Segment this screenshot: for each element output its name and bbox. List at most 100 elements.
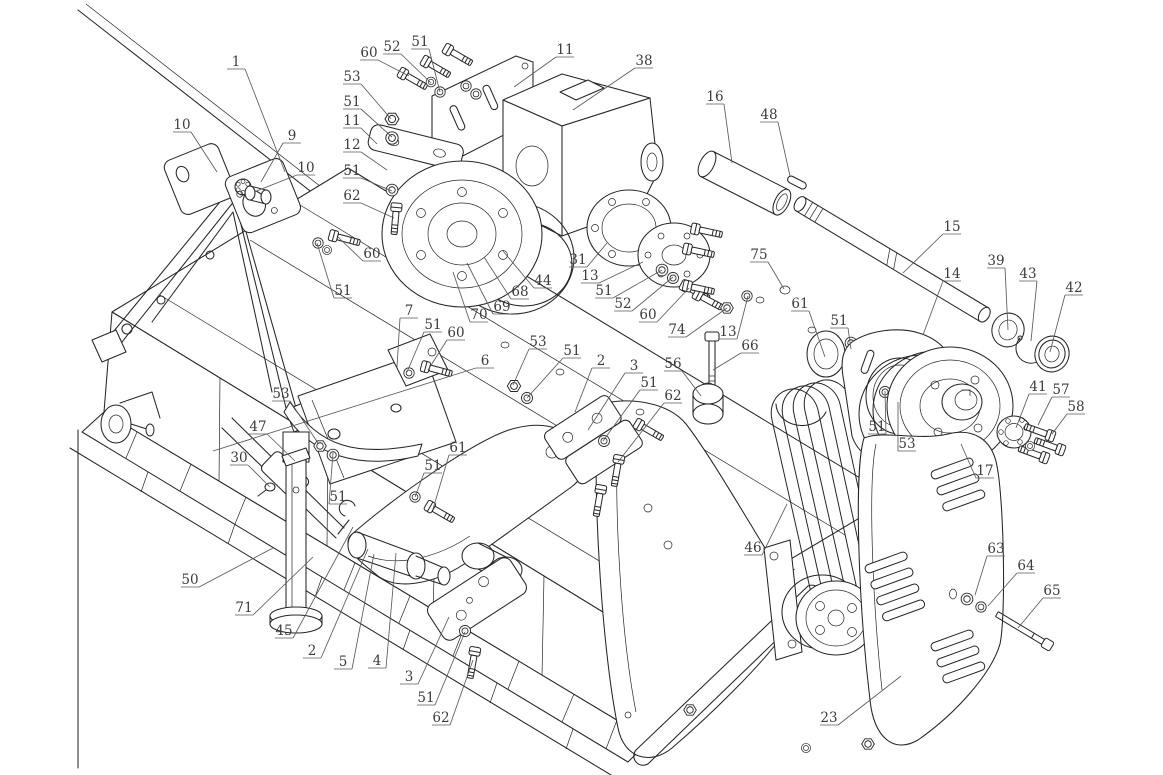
callout-leader-line — [427, 339, 448, 371]
deck-front-edge — [69, 411, 651, 775]
callout-leader-line — [902, 233, 944, 274]
part-number-label: 51 — [411, 34, 428, 50]
part-callout-48: 48 — [760, 107, 791, 177]
part-number-label: 15 — [943, 219, 960, 235]
callout-leader-line — [1004, 267, 1009, 331]
callout-leader-line — [587, 372, 626, 431]
callout-leader-line — [400, 53, 432, 84]
callout-leader-line — [847, 327, 852, 350]
part-callout-51: 51 — [414, 458, 442, 498]
callout-leader-line — [260, 142, 284, 183]
callout-leader-line — [360, 151, 388, 171]
part-callout-51: 51 — [595, 269, 663, 299]
callout-leader-line — [526, 357, 564, 399]
part-callout-52: 52 — [383, 39, 432, 84]
part-number-label: 23 — [820, 710, 837, 726]
part-callout-7: 7 — [396, 303, 418, 368]
part-callout-6: 6 — [212, 353, 494, 452]
part-callout-10: 10 — [173, 117, 218, 173]
part-callout-66: 66 — [712, 338, 759, 371]
part-callout-47: 47 — [249, 419, 296, 462]
part-number-label: 60 — [363, 246, 380, 262]
part-callout-62: 62 — [617, 388, 682, 463]
callout-leader-line — [512, 348, 530, 386]
part-number-label: 52 — [614, 296, 631, 312]
part-number-label: 45 — [275, 623, 292, 639]
callout-leader-line — [247, 464, 271, 488]
part-callout-53: 53 — [343, 69, 392, 120]
part-callout-68: 68 — [483, 256, 529, 300]
part-number-label: 11 — [343, 113, 360, 129]
callout-leader-line — [212, 367, 477, 452]
part-callout-2: 2 — [574, 353, 610, 413]
callout-leader-line — [385, 552, 397, 669]
callout-leader-line — [432, 454, 450, 510]
output-flanges — [586, 189, 711, 288]
hub-and-bolts — [996, 415, 1067, 465]
callout-leader-line — [360, 83, 392, 120]
callout-leader-line — [377, 59, 410, 77]
part-number-label: 44 — [534, 273, 551, 289]
part-number-label: 6 — [481, 353, 490, 369]
part-callout-51: 51 — [328, 452, 347, 505]
part-number-label: 51 — [595, 283, 612, 299]
callout-leader-line — [612, 269, 663, 299]
callout-leader-line — [656, 287, 690, 323]
part-number-label: 30 — [230, 450, 247, 466]
callout-leader-line — [252, 556, 314, 616]
part-number-label: 75 — [750, 247, 767, 263]
callout-leader-line — [1051, 413, 1068, 435]
part-number-label: 13 — [581, 268, 598, 284]
part-number-label: 60 — [447, 325, 464, 341]
cap-56 — [692, 382, 724, 425]
callout-leader-line — [414, 472, 425, 498]
part-callout-52: 52 — [614, 276, 674, 312]
callout-leader-line — [631, 276, 674, 312]
part-number-label: 56 — [664, 356, 681, 372]
part-callout-13: 13 — [719, 295, 749, 340]
callout-leader-line — [617, 402, 665, 463]
callout-leader-line — [960, 443, 977, 479]
callout-leader-line — [417, 616, 450, 685]
part-number-label: 65 — [1043, 583, 1060, 599]
part-number-label: 46 — [744, 540, 761, 556]
machine-line-art — [69, 3, 1070, 775]
part-callout-9: 9 — [260, 128, 301, 183]
callout-leader-line — [360, 108, 393, 138]
part-number-label: 39 — [987, 253, 1004, 269]
callout-leader-line — [360, 202, 395, 219]
stud-bolt-66 — [704, 331, 720, 387]
part-number-label: 60 — [639, 307, 656, 323]
part-callout-60: 60 — [639, 287, 690, 323]
callout-leader-line — [449, 659, 474, 726]
part-number-label: 69 — [493, 299, 510, 315]
part-callout-60: 60 — [360, 45, 410, 77]
callout-leader-line — [360, 177, 393, 192]
part-callout-16: 16 — [706, 89, 733, 164]
part-callout-69: 69 — [466, 262, 511, 315]
part-number-label: 51 — [329, 489, 346, 505]
part-number-label: 31 — [569, 252, 586, 268]
belt-cover — [857, 431, 1005, 746]
callout-leader-line — [466, 262, 494, 315]
callout-leader-line — [292, 526, 354, 639]
part-number-label: 7 — [405, 303, 414, 319]
belt-tensioner — [763, 539, 803, 661]
part-number-label: 51 — [343, 163, 360, 179]
callout-leader-line — [320, 548, 369, 659]
part-callout-31: 31 — [569, 242, 608, 268]
part-number-label: 62 — [432, 710, 449, 726]
callout-leader-line — [452, 271, 471, 323]
callout-leader-line — [360, 127, 378, 145]
part-callout-51: 51 — [830, 313, 852, 350]
part-number-label: 1 — [232, 54, 241, 70]
part-callout-4: 4 — [368, 552, 397, 669]
callout-leader-line — [253, 174, 298, 193]
part-number-label: 53 — [529, 334, 546, 350]
part-callout-51: 51 — [343, 94, 393, 138]
hitch-pin — [244, 185, 272, 205]
part-number-label: 10 — [297, 160, 314, 176]
callout-leader-line — [1015, 393, 1030, 429]
